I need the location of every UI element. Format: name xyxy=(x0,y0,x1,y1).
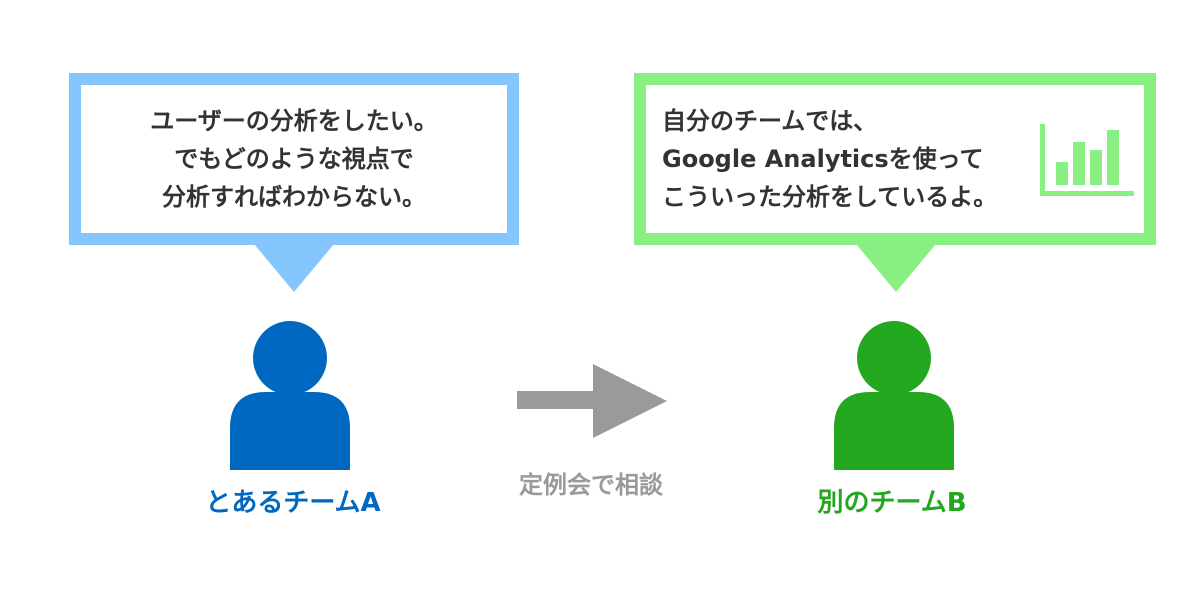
bubble-b-line-3: こういった分析をしているよ。 xyxy=(662,183,998,211)
person-icon xyxy=(834,321,954,470)
bubble-a-line-1: ユーザーの分析をしたい。 xyxy=(150,107,438,135)
meeting-label: 定例会で相談 xyxy=(519,471,663,499)
bar-chart-icon xyxy=(1040,124,1134,196)
bubble-a-line-3: 分析すればわからない。 xyxy=(162,183,426,211)
speech-bubble-team-b: 自分のチームでは、 Google Analyticsを使って こういった分析をし… xyxy=(634,73,1156,245)
speech-bubble-a-pointer xyxy=(254,244,334,292)
bubble-a-line-2: でもどのような視点で xyxy=(174,145,414,173)
right-arrow-icon xyxy=(517,364,667,438)
bubble-b-line-1: 自分のチームでは、 xyxy=(662,107,878,135)
team-b-label: 別のチームB xyxy=(817,488,967,518)
bubble-b-line-2: Google Analyticsを使って xyxy=(662,145,984,173)
team-a-label: とあるチームA xyxy=(205,488,381,518)
speech-bubble-team-a: ユーザーの分析をしたい。 でもどのような視点で 分析すればわからない。 xyxy=(69,73,519,245)
person-icon xyxy=(230,321,350,470)
speech-bubble-b-pointer xyxy=(856,244,936,292)
